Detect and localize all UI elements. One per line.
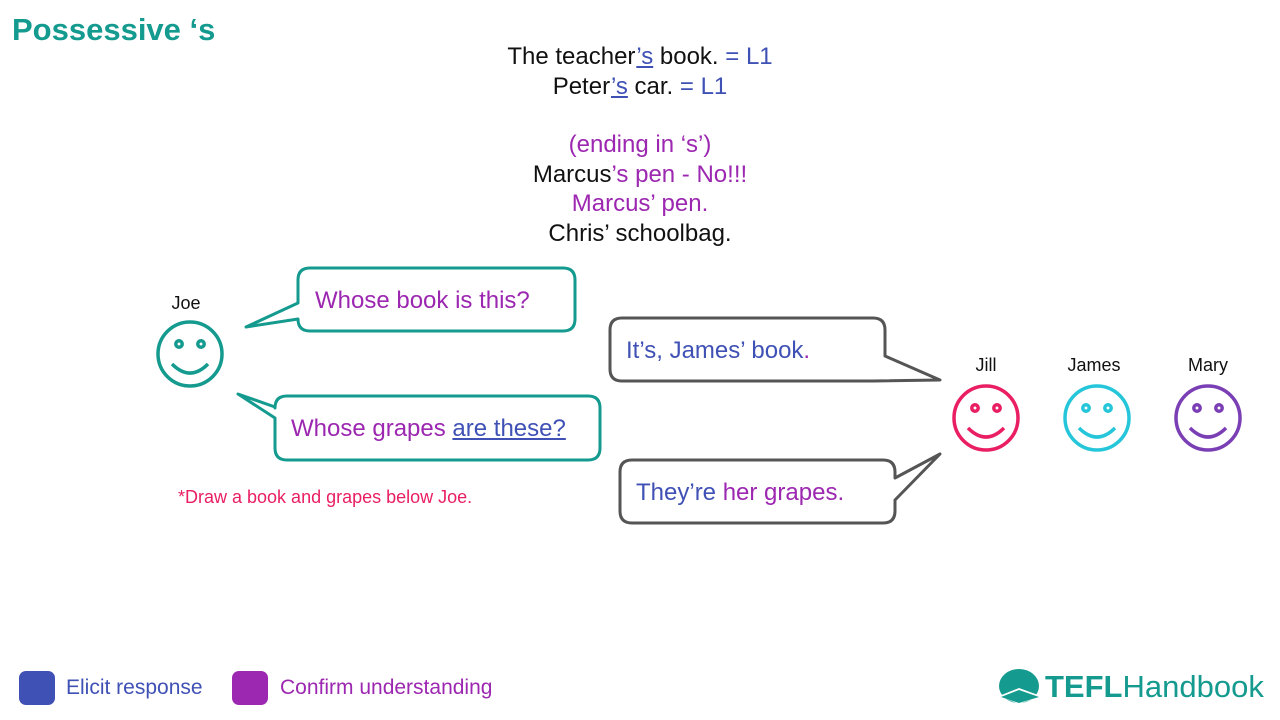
possessive-marker: ’s <box>610 73 628 100</box>
bubble-q1-text: Whose book is this? <box>315 287 530 314</box>
l1-tag: = L1 <box>718 43 773 70</box>
legend-elicit-label: Elicit response <box>66 676 203 699</box>
name-james: James <box>1067 355 1121 375</box>
graduation-cap-icon <box>999 669 1041 704</box>
right-example-line: Marcus’ pen. <box>571 190 709 217</box>
logo-handbook: Handbook <box>1122 669 1264 704</box>
logo-tefl: TEFL <box>1045 669 1123 704</box>
example-text: Peter <box>552 73 611 100</box>
drawing-instruction-note: *Draw a book and grapes below Joe. <box>178 487 473 507</box>
bubble-a2-text: They’re her grapes. <box>636 479 844 507</box>
name-joe: Joe <box>171 293 201 313</box>
smiley-face-icon <box>1174 384 1242 452</box>
legend-swatch-confirm <box>232 671 268 705</box>
bubble-q2-underlined: are these? <box>452 415 566 442</box>
example-text: Marcus <box>532 161 612 188</box>
bubble-q2-start: Whose grapes <box>291 415 453 442</box>
page-title: Possessive ‘s <box>12 12 216 47</box>
example-line-1: The teacher’s book. = L1 <box>0 42 1280 71</box>
wrong-example-line: Marcus’s pen - No!!! <box>0 160 1280 189</box>
legend-swatch-elicit <box>19 671 55 705</box>
l1-tag: = L1 <box>673 73 728 100</box>
legend-confirm-label: Confirm understanding <box>280 676 493 699</box>
speech-bubble-a2 <box>618 452 942 525</box>
bubble-a2-start: They’re <box>636 479 723 506</box>
rule-line: (ending in ‘s’) <box>568 131 712 158</box>
bubble-a1-end: . <box>803 337 811 364</box>
smiley-face-icon <box>156 320 224 388</box>
tefl-handbook-logo: TEFLHandbook <box>997 666 1267 712</box>
wrong-example-text: ’s pen - No!!! <box>611 161 748 188</box>
bubble-a1-main: It’s, James’ book <box>626 337 804 364</box>
speech-bubble-q2 <box>236 392 602 462</box>
bubble-a2-rest: her grapes. <box>722 479 845 506</box>
speech-bubble-q1 <box>244 266 577 333</box>
speech-bubble-a1 <box>608 316 942 383</box>
example-text: book. <box>653 43 719 70</box>
logo-text: TEFLHandbook <box>1045 669 1264 705</box>
example-line-2: Peter’s car. = L1 <box>0 72 1280 101</box>
smiley-face-icon <box>952 384 1020 452</box>
bubble-a1-text: It’s, James’ book. <box>626 337 810 365</box>
example-text: The teacher <box>507 43 637 70</box>
smiley-face-icon <box>1063 384 1131 452</box>
name-mary: Mary <box>1188 355 1228 375</box>
example-line-chris: Chris’ schoolbag. <box>548 220 732 247</box>
bubble-q2-text: Whose grapes are these? <box>291 415 566 443</box>
name-jill: Jill <box>975 355 997 375</box>
example-text: car. <box>627 73 674 100</box>
possessive-marker: ’s <box>636 43 654 70</box>
